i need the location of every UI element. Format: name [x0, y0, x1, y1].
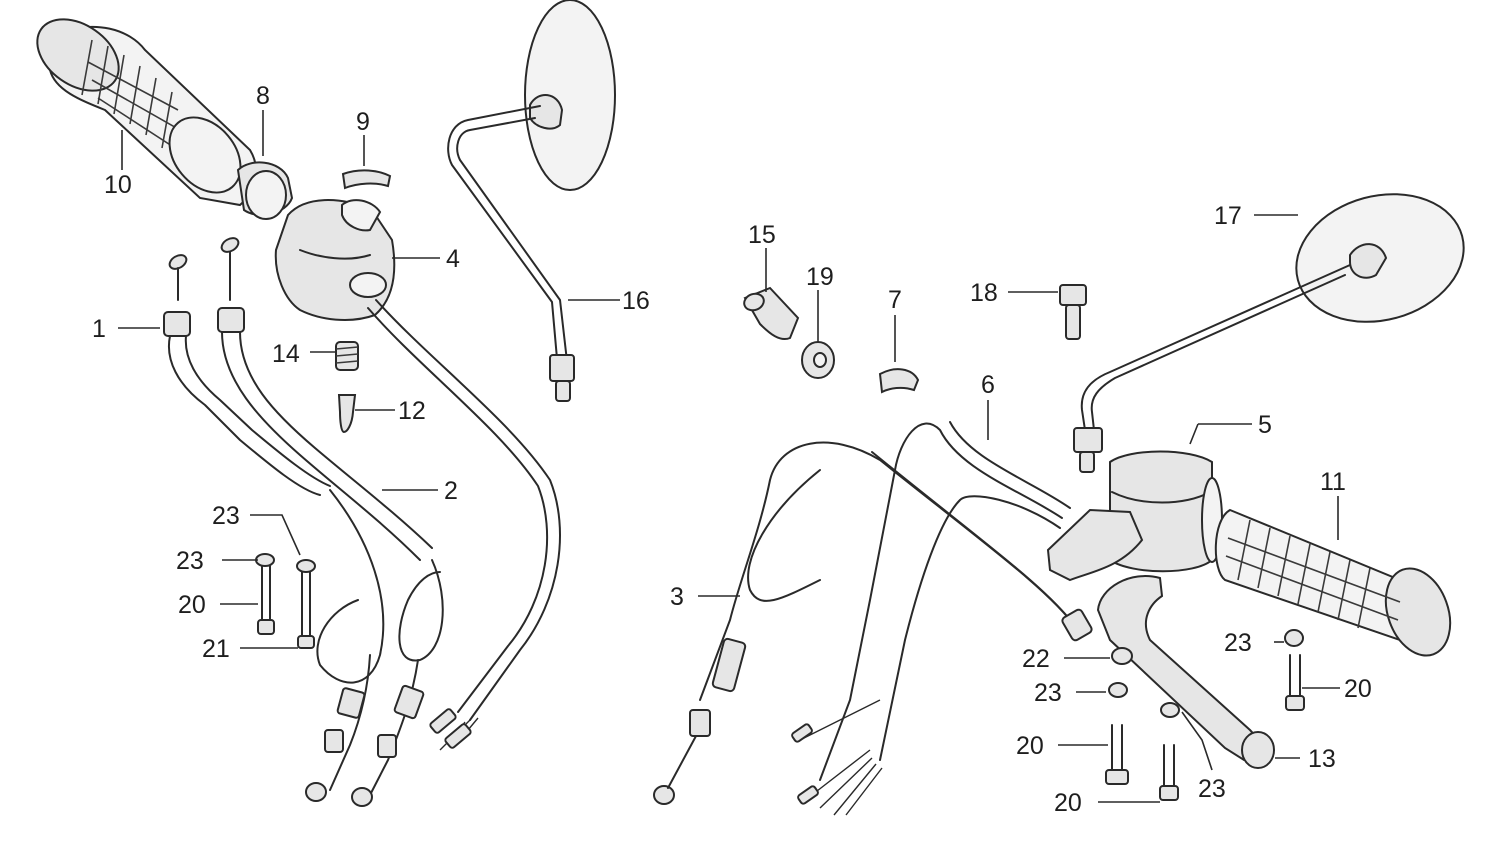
callout-12: 12	[398, 397, 426, 425]
callout-23-d: 23	[1034, 679, 1062, 707]
pivot-nut	[801, 341, 835, 379]
leader-lines	[118, 110, 1340, 803]
callout-23-b: 23	[176, 547, 204, 575]
throttle-cable-a	[163, 254, 385, 802]
callout-6: 6	[981, 371, 995, 399]
callout-14: 14	[272, 340, 300, 368]
throttle-pulley	[236, 161, 294, 220]
callout-19: 19	[806, 263, 834, 291]
callout-20-c: 20	[1016, 732, 1044, 760]
right-mirror	[1073, 193, 1465, 473]
callout-9: 9	[356, 108, 370, 136]
callout-23-e: 23	[1198, 775, 1226, 803]
throttle-cable-b	[217, 237, 444, 807]
left-mirror	[447, 0, 616, 402]
lever-bracket	[1046, 508, 1144, 582]
callout-16: 16	[622, 287, 650, 315]
throttle-grip	[36, 18, 258, 207]
callout-2: 2	[444, 477, 458, 505]
right-grip	[1214, 508, 1452, 657]
mirror-bolt	[1059, 284, 1087, 340]
callout-20-d: 20	[1054, 789, 1082, 817]
callout-22: 22	[1022, 645, 1050, 673]
callout-17: 17	[1214, 202, 1242, 230]
callout-21: 21	[202, 635, 230, 663]
callout-8: 8	[256, 82, 270, 110]
collar	[341, 169, 392, 190]
callout-13: 13	[1308, 745, 1336, 773]
callout-4: 4	[446, 245, 460, 273]
callout-5: 5	[1258, 411, 1272, 439]
left-switch-harness	[367, 299, 561, 751]
callout-23-c: 23	[1224, 629, 1252, 657]
right-hardware	[1105, 629, 1305, 801]
callout-11: 11	[1320, 468, 1346, 496]
callout-1: 1	[92, 315, 106, 343]
brake-cable	[653, 441, 1093, 805]
adjuster-spring	[335, 341, 359, 371]
callout-10: 10	[104, 171, 132, 199]
brake-lever	[1096, 575, 1275, 769]
throttle-housing	[274, 199, 396, 321]
callout-20-b: 20	[1344, 675, 1372, 703]
right-switch-harness	[791, 421, 1071, 816]
callout-18: 18	[970, 279, 998, 307]
lever-clip	[878, 368, 920, 394]
callout-15: 15	[748, 221, 776, 249]
callout-20-a: 20	[178, 591, 206, 619]
callout-23-a: 23	[212, 502, 240, 530]
callout-3: 3	[670, 583, 684, 611]
callout-labels: 1 2 3 4 5 6 7 8 9 10 11 12 13 14 15 16 1…	[92, 82, 1372, 817]
adjuster-bolt	[337, 394, 357, 434]
left-hardware	[255, 553, 316, 649]
pivot-bolt	[743, 286, 800, 340]
callout-7: 7	[888, 286, 902, 314]
